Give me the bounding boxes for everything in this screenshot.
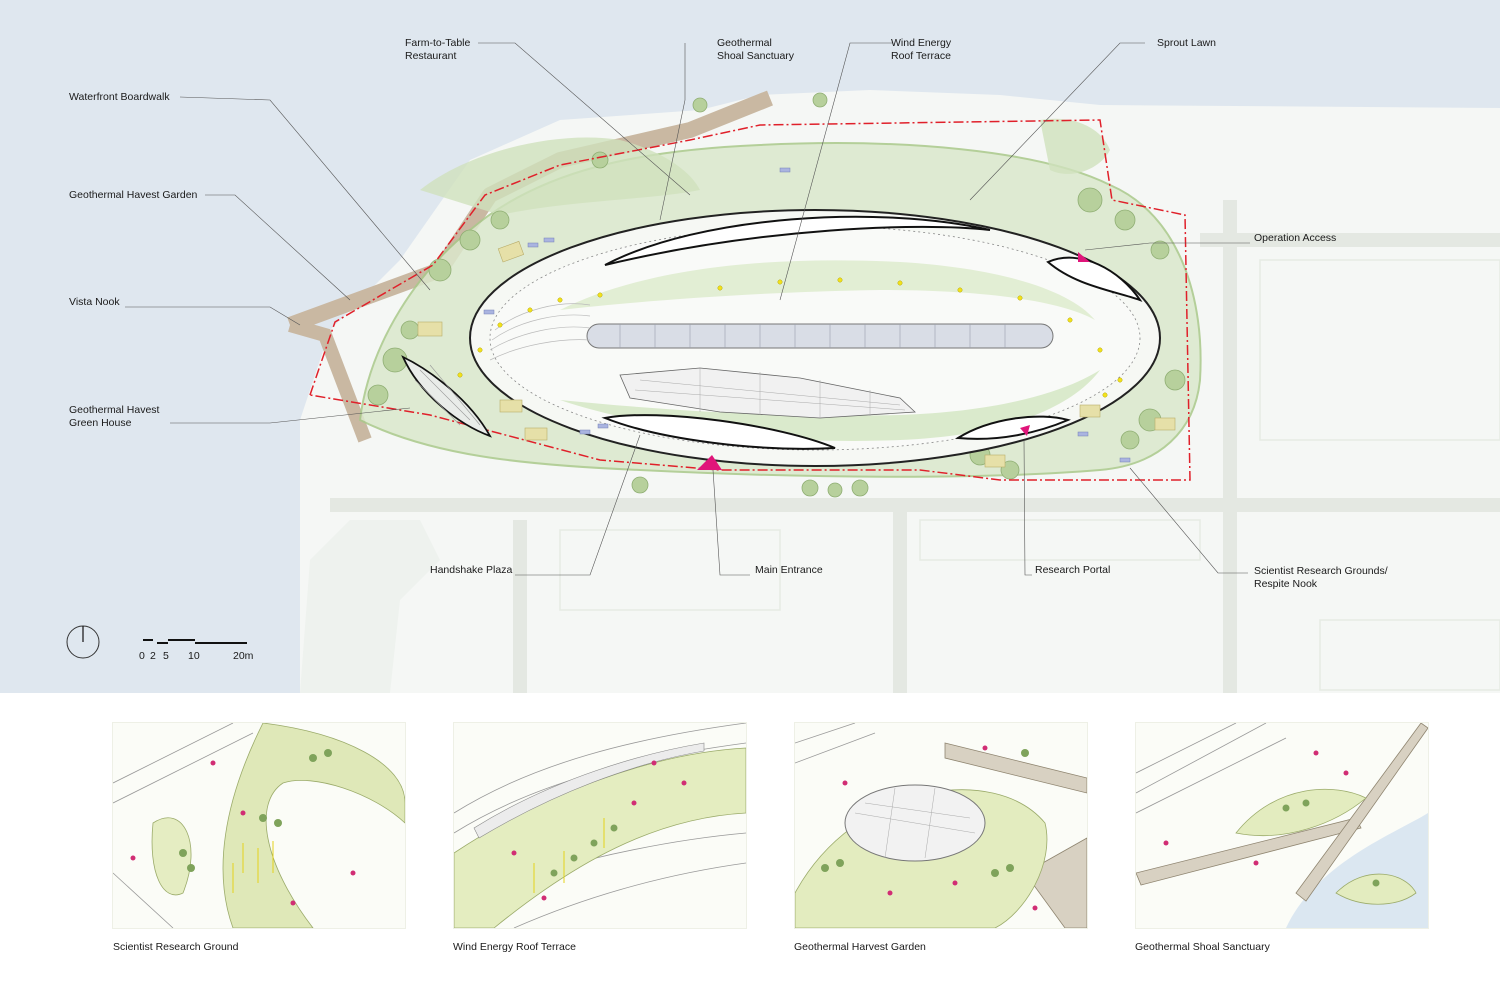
site-boundary: [309, 119, 1191, 481]
label-wind-terrace: Wind Energy Roof Terrace: [891, 37, 952, 62]
site-plan: [0, 0, 1500, 693]
scale-tick-5: 5: [163, 650, 169, 662]
building-footprints: [559, 259, 1500, 691]
vignette-caption-wind-terrace: Wind Energy Roof Terrace: [453, 941, 576, 953]
vignette-shoal-sanctuary: [1135, 722, 1429, 929]
land-coast: [300, 520, 440, 693]
amphitheater-steps: [489, 303, 591, 361]
benches: [483, 167, 1131, 463]
label-harvest-garden: Geothermal Havest Garden: [69, 189, 198, 201]
wind-terrace-roof: [604, 215, 991, 266]
label-waterfront-boardwalk: Waterfront Boardwalk: [69, 91, 170, 103]
label-research-portal: Research Portal: [1035, 564, 1111, 576]
boardwalk-pier: [288, 318, 372, 443]
garden-beds: [417, 240, 1176, 468]
vignette-caption-research-ground: Scientist Research Ground: [113, 941, 239, 953]
interior-lawn: [560, 260, 1095, 320]
label-farm-to-table: Farm-to-Table Restaurant: [405, 37, 471, 62]
label-vista-nook: Vista Nook: [69, 296, 120, 308]
scale-tick-0: 0: [139, 650, 145, 662]
greenery-north: [420, 137, 700, 215]
vignette-harvest-garden: [794, 722, 1088, 929]
label-main-entrance: Main Entrance: [755, 564, 823, 576]
scale-tick-2: 2: [150, 650, 156, 662]
leader-lines: [125, 42, 1250, 576]
research-portal-arrow: [1020, 425, 1030, 436]
street-grid: [330, 200, 1500, 693]
label-sprout-lawn: Sprout Lawn: [1157, 37, 1216, 49]
vignette-research-ground: [112, 722, 406, 929]
vignette-caption-harvest-garden: Geothermal Harvest Garden: [794, 941, 926, 953]
greenhouse-grid: [414, 364, 481, 426]
scale-tick-20m: 20m: [233, 650, 254, 662]
label-shoal-sanctuary: Geothermal Shoal Sanctuary: [717, 37, 795, 62]
path-dots: [457, 277, 1123, 398]
roof-panel-field-grid: [634, 368, 906, 418]
solar-canopy-grid: [619, 324, 1006, 348]
greenery-east: [1040, 118, 1110, 174]
label-green-house: Geothermal Havest Green House: [69, 404, 160, 429]
handshake-lens: [601, 414, 836, 450]
solar-canopy: [586, 323, 1054, 349]
main-entrance-arrow: [697, 455, 722, 470]
scale-tick-10: 10: [188, 650, 200, 662]
operation-access-arrow: [1078, 252, 1090, 262]
label-operation-access: Operation Access: [1254, 232, 1337, 244]
vignette-wind-terrace: [453, 722, 747, 929]
vignette-caption-shoal-sanctuary: Geothermal Shoal Sanctuary: [1135, 941, 1270, 953]
research-portal-lens: [954, 415, 1071, 440]
scale-bar: [143, 639, 247, 644]
label-research-grounds: Scientist Research Grounds/ Respite Nook: [1254, 565, 1388, 590]
label-handshake-plaza: Handshake Plaza: [430, 564, 513, 576]
